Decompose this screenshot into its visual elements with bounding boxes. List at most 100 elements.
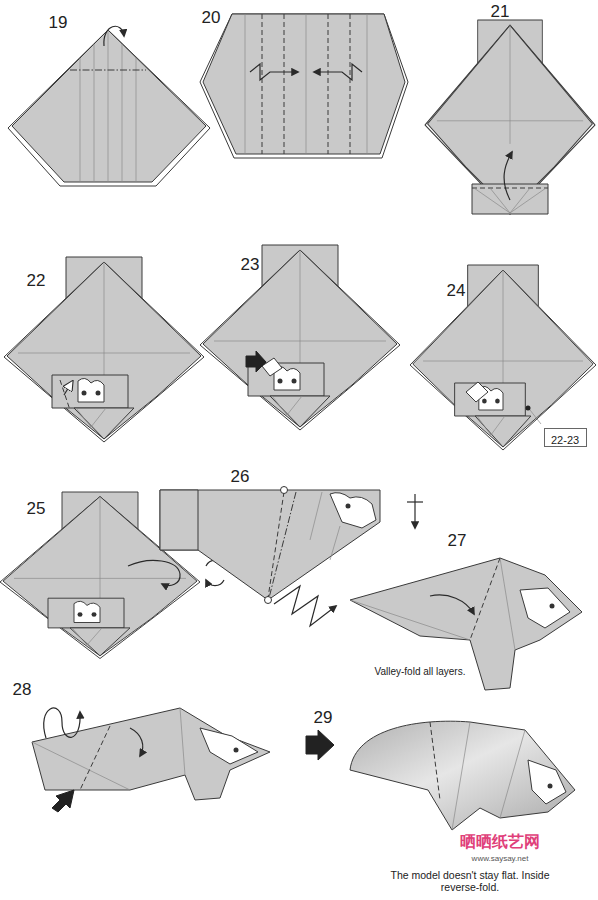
label-holder: Valley-fold all layers.	[375, 666, 466, 678]
step-26-figure-part	[274, 586, 336, 626]
watermark-url: www.saysay.net	[472, 854, 529, 863]
step-26-figure	[160, 487, 380, 627]
step-29-figure-part	[430, 722, 440, 800]
step-25-figure-part	[206, 580, 224, 586]
step-29-figure-part	[452, 722, 525, 830]
step-28-figure	[32, 708, 270, 812]
step-27-figure-part	[350, 600, 470, 640]
step-22-figure-part	[64, 382, 72, 395]
step-23-figure-part	[200, 245, 400, 430]
label-holder: 26	[231, 467, 250, 487]
step-29-figure-part	[306, 730, 334, 760]
step-19-figure-part	[104, 26, 124, 46]
step-20-figure-part	[245, 14, 246, 154]
label-holder: 25	[27, 499, 46, 519]
step-20-figure-part	[350, 14, 351, 154]
step-21-figure-part	[510, 188, 546, 213]
step-26-figure-part	[330, 493, 376, 528]
step-number: 22	[27, 271, 46, 291]
label-holder: 21	[491, 2, 510, 22]
step-26-figure-part	[269, 492, 296, 598]
step-25-figure-part	[48, 598, 130, 656]
step-23-figure-part	[248, 363, 330, 427]
step-number: 28	[13, 680, 32, 700]
step-27-figure-part	[430, 595, 474, 614]
step-27-figure-part	[407, 501, 423, 502]
step-28-figure-part	[234, 748, 239, 753]
step-27-figure	[350, 494, 582, 690]
step-19-figure-part	[136, 58, 137, 182]
step-20-figure-part	[284, 14, 285, 154]
watermark: 晒晒纸艺网	[460, 833, 540, 851]
step-number: 24	[447, 281, 466, 301]
step-22-figure-part	[60, 380, 70, 410]
step-20-figure-part	[367, 14, 368, 154]
step-26-figure-part	[281, 487, 288, 494]
step-28-figure-part	[52, 790, 74, 812]
label-holder: 27	[448, 531, 467, 551]
step-26-figure-part	[160, 490, 198, 550]
step-28-figure-part	[200, 728, 258, 764]
reference-box: 22-23	[544, 428, 587, 447]
step-23-figure	[200, 245, 400, 430]
step-number: 29	[314, 708, 333, 728]
step-29-figure	[306, 721, 575, 830]
step-29-figure-part	[350, 721, 575, 830]
step-20-figure-part	[314, 64, 362, 80]
step-28-figure-part	[80, 726, 110, 790]
step-number: 19	[49, 13, 68, 33]
label-holder: 晒晒纸艺网	[460, 833, 540, 851]
step-21-figure-part	[474, 188, 510, 213]
step-27-figure-part	[500, 558, 515, 650]
label-holder: 22	[27, 271, 46, 291]
step-28-figure-part	[130, 728, 143, 756]
label-holder: 28	[13, 680, 32, 700]
step-number: 21	[491, 2, 510, 22]
step-number: 20	[202, 8, 221, 28]
step-21-figure-part	[510, 188, 530, 213]
label-holder: www.saysay.net	[472, 854, 529, 863]
step-22-figure	[4, 257, 204, 442]
step-19-figure	[8, 26, 210, 186]
step-19-figure-part	[12, 30, 206, 182]
step-26-figure-part	[265, 597, 272, 604]
step-24-figure-part	[526, 406, 531, 411]
step-27-figure-part	[414, 494, 415, 528]
step-26-figure-part	[160, 490, 380, 600]
step-19-figure-part	[80, 58, 81, 182]
step-25-figure-part	[128, 560, 180, 585]
step-number: 27	[448, 531, 467, 551]
step-24-figure-part	[455, 383, 531, 447]
step-21-figure-part	[472, 188, 548, 189]
label-holder: 19	[49, 13, 68, 33]
label-holder: 20	[202, 8, 221, 28]
step-19-figure-part	[8, 30, 210, 186]
step-20-figure-part	[203, 14, 405, 154]
label-holder: 23	[241, 255, 260, 275]
step-24-figure-part	[530, 410, 541, 424]
step-24-figure-part	[466, 382, 488, 402]
step-19-figure-part	[108, 30, 109, 182]
step-26-figure-part	[268, 492, 284, 598]
step-number: 26	[231, 467, 250, 487]
step-21-figure	[425, 20, 595, 214]
step-29-figure-part	[528, 760, 566, 804]
step-27-figure-part	[520, 588, 570, 628]
step-27-figure-part	[550, 604, 555, 609]
step-23-figure-part	[246, 351, 266, 372]
step-24-figure-part	[410, 265, 596, 450]
step-reference: 22-23	[546, 433, 584, 448]
step-20-figure-part	[262, 14, 263, 154]
step-28-figure-part	[32, 708, 270, 800]
label-holder: 24	[447, 281, 466, 301]
step-note: Valley-fold all layers.	[375, 666, 466, 678]
step-19-figure-part	[94, 44, 95, 182]
label-holder: The model doesn't stay flat. Inside reve…	[388, 869, 553, 893]
step-note: The model doesn't stay flat. Inside reve…	[388, 869, 553, 893]
step-20-figure-part	[200, 14, 408, 158]
step-number: 25	[27, 499, 46, 519]
step-26-figure-part	[346, 504, 351, 509]
